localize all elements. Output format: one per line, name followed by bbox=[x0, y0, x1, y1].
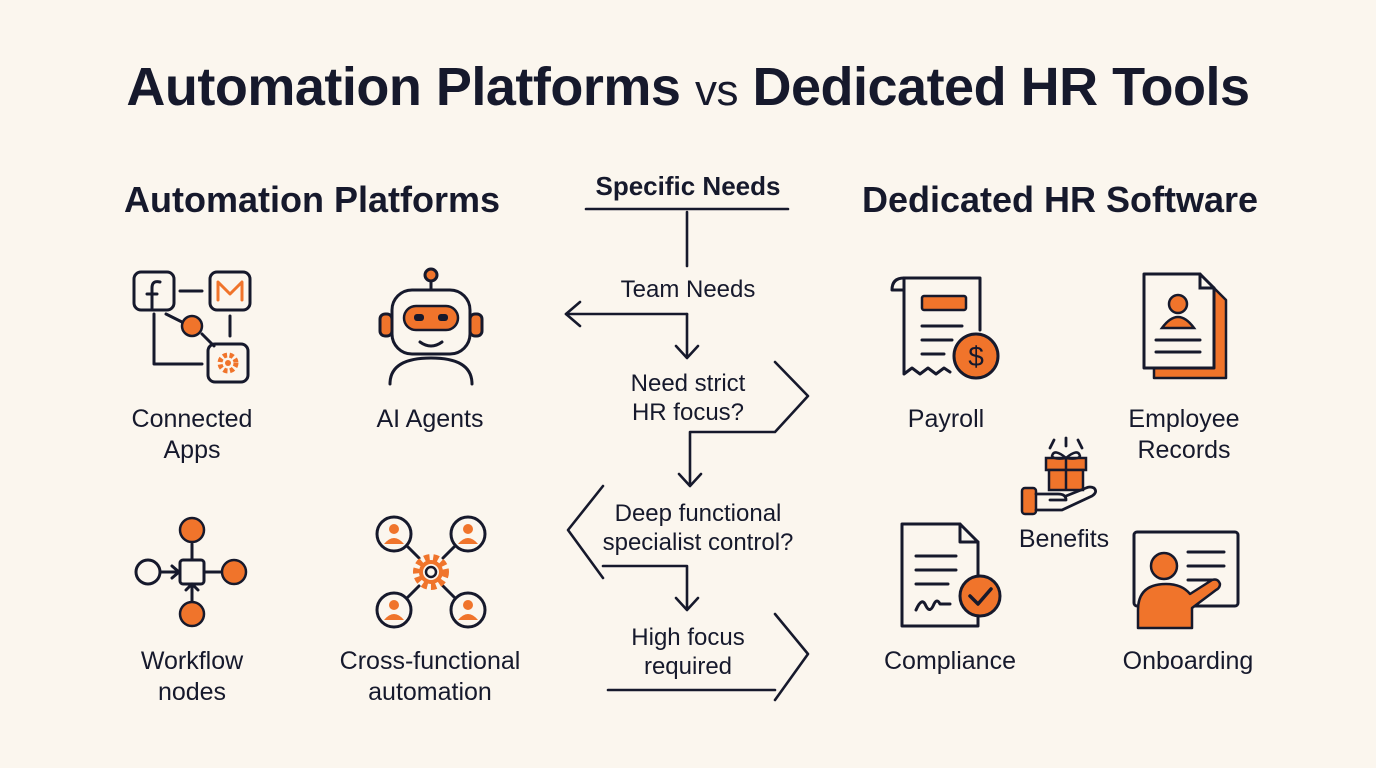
employee-records-icon bbox=[1142, 272, 1228, 380]
flow-step-hr-focus: Need strict HR focus? bbox=[630, 370, 746, 426]
workflow-nodes-icon bbox=[134, 516, 248, 628]
team-gear-icon bbox=[375, 515, 487, 629]
payroll-icon: $ bbox=[890, 276, 1000, 380]
flow-step-team-needs: Team Needs bbox=[620, 276, 756, 303]
page-title: Automation Platforms vs Dedicated HR Too… bbox=[0, 52, 1376, 126]
left-item-connected-apps: Connected Apps bbox=[131, 405, 253, 464]
robot-icon bbox=[378, 267, 484, 386]
title-vs: vs bbox=[694, 66, 739, 115]
flow-top-label: Specific Needs bbox=[595, 171, 781, 201]
flow-step-high-focus: High focus required bbox=[631, 624, 745, 680]
compliance-document-icon bbox=[900, 522, 1002, 628]
left-item-ai-agents: AI Agents bbox=[376, 405, 484, 433]
title-part-2: Dedicated HR Tools bbox=[752, 57, 1250, 117]
right-item-onboarding: Onboarding bbox=[1122, 647, 1254, 675]
flow-step-specialist-control: Deep functional specialist control? bbox=[602, 500, 794, 556]
right-item-employee-records: Employee Records bbox=[1128, 405, 1240, 464]
connected-apps-icon bbox=[132, 270, 252, 384]
right-item-compliance: Compliance bbox=[883, 647, 1016, 675]
left-item-cross-functional: Cross-functional automation bbox=[339, 647, 521, 706]
right-item-benefits: Benefits bbox=[1018, 525, 1110, 553]
right-item-payroll: Payroll bbox=[907, 405, 985, 433]
svg-text:$: $ bbox=[968, 341, 984, 372]
gift-hand-icon bbox=[1020, 436, 1097, 516]
right-column-heading: Dedicated HR Software bbox=[861, 179, 1259, 220]
onboarding-presentation-icon bbox=[1132, 530, 1240, 630]
title-part-1: Automation Platforms bbox=[126, 57, 681, 117]
left-item-workflow-nodes: Workflow nodes bbox=[140, 647, 244, 706]
left-column-heading: Automation Platforms bbox=[123, 179, 500, 220]
